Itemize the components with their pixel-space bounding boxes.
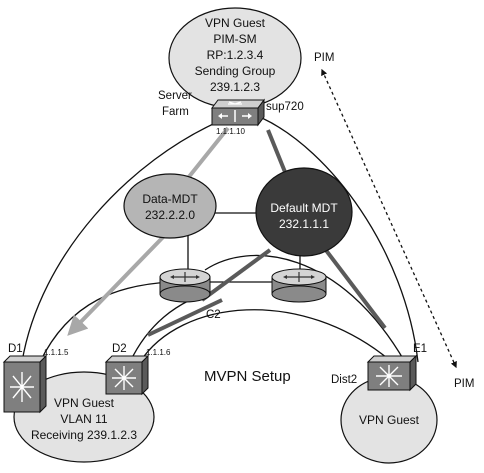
sup720-label: sup720 <box>266 101 304 113</box>
pim-arrow <box>321 68 457 369</box>
vpn-guest-left-line1: VPN Guest <box>54 396 115 410</box>
link-d1-server <box>21 119 223 363</box>
vpn-guest-top-line5: 239.1.2.3 <box>210 80 260 94</box>
d1-label: D1 <box>8 343 23 355</box>
default-mdt-line2: 232.1.1.1 <box>279 217 329 231</box>
switch-d1 <box>2 354 48 414</box>
c2-label: C2 <box>206 309 221 321</box>
vpn-guest-left-line2: VLAN 11 <box>60 412 107 426</box>
diagram-title: MVPN Setup <box>204 368 291 385</box>
network-links <box>21 117 419 363</box>
link-d1-c2 <box>39 281 171 363</box>
router-icon <box>159 268 211 303</box>
d2-label: D2 <box>112 343 127 355</box>
multilayer-switch-icon <box>211 98 265 127</box>
pim-bottom-label: PIM <box>454 378 474 390</box>
d1-ip: 1.1.1.5 <box>44 348 69 357</box>
link-d2-router2 <box>139 309 393 363</box>
switch-d2 <box>104 354 150 396</box>
default-mdt-node: Default MDT 232.1.1.1 <box>255 167 353 257</box>
vpn-guest-top-line2: PIM-SM <box>213 32 256 46</box>
router-2 <box>271 268 327 303</box>
server-farm-label-2: Farm <box>162 106 189 118</box>
e1-label: E1 <box>413 343 427 355</box>
default-mdt-line1: Default MDT <box>270 201 338 215</box>
dist2-label: Dist2 <box>331 374 357 386</box>
data-mdt-node: Data-MDT 232.2.2.0 <box>123 173 217 239</box>
vpn-guest-top-line3: RP:1.2.3.4 <box>207 48 264 62</box>
router-c2 <box>159 268 211 303</box>
data-mdt-line2: 232.2.2.0 <box>145 208 195 222</box>
vpn-guest-top-node: VPN Guest PIM-SM RP:1.2.3.4 Sending Grou… <box>168 7 302 109</box>
vpn-guest-top-line1: VPN Guest <box>205 16 266 30</box>
server-ip: 1.1.1.10 <box>216 127 245 136</box>
multilayer-switch-icon <box>366 354 418 392</box>
vpn-guest-left-line3: Receiving 239.1.2.3 <box>31 428 137 442</box>
vpn-guest-top-line4: Sending Group <box>195 64 276 78</box>
data-mdt-line1: Data-MDT <box>142 192 198 206</box>
vpn-guest-right-line1: VPN Guest <box>359 413 420 427</box>
data-mdt-path <box>67 126 230 336</box>
pim-top-label: PIM <box>314 52 334 64</box>
switch-e1 <box>366 354 418 392</box>
router-icon <box>271 268 327 303</box>
multilayer-switch-icon <box>2 354 48 414</box>
d2-ip: 1.1.1.6 <box>146 348 171 357</box>
server-farm-switch: 1.1.1.10 <box>211 98 265 136</box>
server-farm-label-1: Server <box>158 90 192 102</box>
multilayer-switch-icon <box>104 354 150 396</box>
